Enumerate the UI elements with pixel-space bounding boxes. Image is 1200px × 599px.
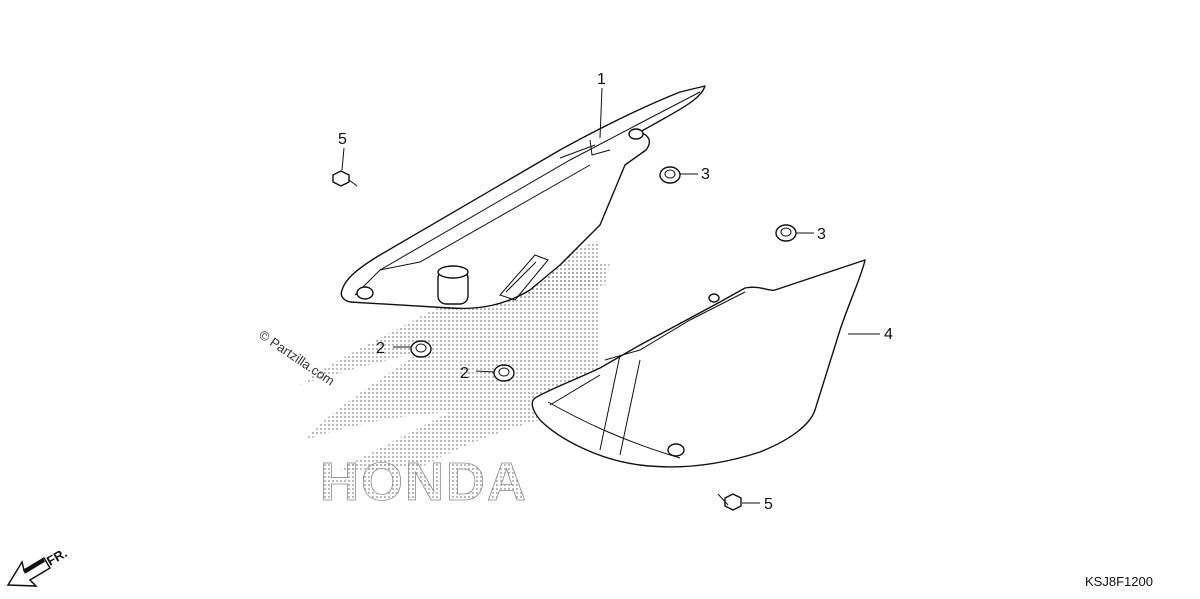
part-5-bolt-a[interactable] [332, 170, 358, 187]
callout-2-right: 2 [460, 365, 469, 382]
diagram-code: KSJ8F1200 [1085, 574, 1153, 589]
callout-5-lower: 5 [764, 496, 773, 513]
callout-3-lower: 3 [817, 226, 826, 243]
callout-2-left: 2 [376, 340, 385, 357]
leader-lines [341, 87, 880, 504]
callout-5-upper: 5 [338, 131, 347, 148]
callout-4: 4 [884, 326, 893, 343]
part-3-grommet-a[interactable] [659, 166, 681, 184]
part-5-bolt-b[interactable] [717, 493, 742, 511]
callout-3-upper: 3 [701, 166, 710, 183]
watermark: © Partzilla.com [256, 327, 337, 388]
honda-logo-text: HONDA [320, 452, 528, 512]
part-3-grommet-b[interactable] [775, 224, 797, 242]
part-4-side-cover-lower[interactable] [531, 259, 866, 468]
part-1-side-cover-upper[interactable] [340, 85, 706, 310]
front-direction-arrow: FR. [6, 545, 70, 587]
callout-1: 1 [597, 71, 606, 88]
part-2-grommet-a[interactable] [410, 340, 432, 358]
part-2-grommet-b[interactable] [493, 364, 515, 382]
